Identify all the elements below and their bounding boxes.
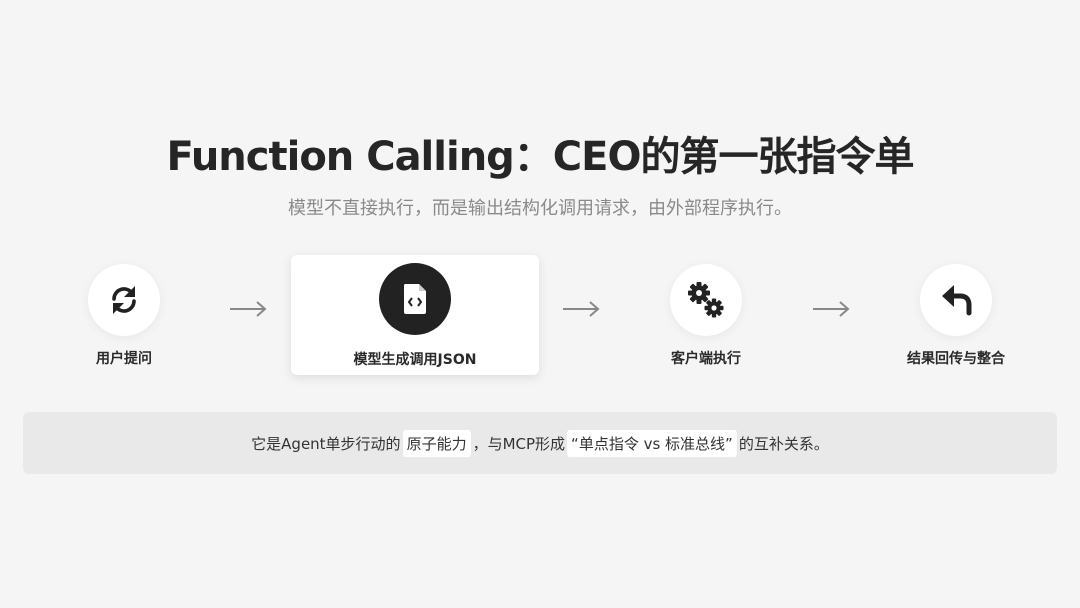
highlight-chip-atomic: 原子能力 <box>402 429 471 457</box>
page-subtitle: 模型不直接执行，而是输出结构化调用请求，由外部程序执行。 <box>288 198 792 219</box>
step-result-return: 结果回传与整合 <box>891 264 1021 368</box>
banner-text: 它是Agent单步行动的 <box>251 434 401 453</box>
reply-icon <box>942 285 972 316</box>
step-icon-circle <box>379 263 451 335</box>
step-icon-circle <box>670 264 742 336</box>
page-title: Function Calling：CEO的第一张指令单 <box>166 134 915 180</box>
step-icon-circle <box>920 264 992 336</box>
refresh-icon <box>112 286 136 314</box>
step-client-execute: 客户端执行 <box>646 264 766 368</box>
arrow-right-icon <box>563 301 600 317</box>
banner-text: ，与MCP形成 <box>472 434 566 453</box>
code-file-icon <box>404 284 426 314</box>
step-card-model-json: 模型生成调用JSON <box>291 255 539 375</box>
step-label: 结果回传与整合 <box>907 351 1005 367</box>
step-icon-circle <box>88 264 160 336</box>
banner-text: 的互补关系。 <box>738 434 829 453</box>
arrow-right-icon <box>813 301 850 317</box>
highlight-chip-comparison: “单点指令 vs 标准总线” <box>567 429 737 457</box>
step-model-generate-json: 模型生成调用JSON <box>291 255 539 369</box>
step-label: 模型生成调用JSON <box>353 352 477 368</box>
step-label: 用户提问 <box>96 351 152 367</box>
gears-icon <box>688 282 724 318</box>
arrow-right-icon <box>230 301 267 317</box>
summary-banner: 它是Agent单步行动的 原子能力 ，与MCP形成 “单点指令 vs 标准总线”… <box>23 412 1057 474</box>
step-label: 客户端执行 <box>671 351 741 367</box>
step-user-question: 用户提问 <box>64 264 184 368</box>
